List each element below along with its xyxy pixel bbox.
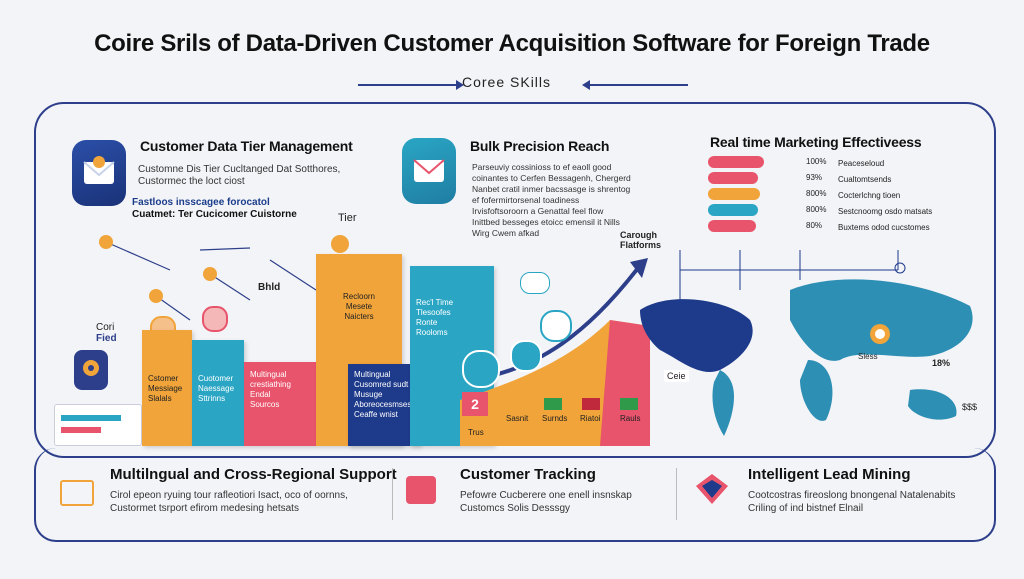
cloud-icon [520,272,550,294]
subtitle: Coree SKills [462,74,552,90]
document-icon [60,480,94,506]
location-icon [74,350,108,390]
bottom-title-tracking: Customer Tracking [460,466,596,483]
bottom-title-lead-mining: Intelligent Lead Mining [748,466,911,483]
tracking-icon [406,476,436,504]
mail-icon [402,138,456,204]
growth-area [460,258,650,446]
bottom-title-multilingual: Multilngual and Cross-Regional Support [110,466,397,483]
feature-title-bulk-reach: Bulk Precision Reach [470,138,610,154]
bottom-text-lead-mining: Cootcostras fireoslong bnongenal Natalen… [748,490,956,514]
tier-label: Tier [338,212,357,224]
divider [392,468,393,520]
world-map [640,250,973,436]
phone-icon [462,350,500,388]
feature-text-data-tier: Customne Dis Tier Cucltanged Dat Sotthor… [138,164,341,187]
envelope-icon [72,140,126,206]
feature-title-data-tier: Customer Data Tier Management [140,138,353,154]
dashboard-thumbnail [54,404,142,446]
avatar [202,306,228,332]
feature-title-realtime: Real time Marketing Effectiveess [710,134,922,150]
subtitle-arrows [358,80,688,90]
divider [676,468,677,520]
flag-row: Sasnit Surnds Riatoi Rauls Trus [466,398,646,444]
refresh-icon [540,310,572,342]
network-lines [99,235,349,321]
percent-label: 18% [932,358,951,368]
page-title: Coire Srils of Data-Driven Customer Acqu… [94,30,930,57]
lead-mining-icon [696,474,728,504]
bottom-frame [34,448,996,542]
bottom-text-multilingual: Cirol epeon ryuing tour rafleotiori Isac… [110,490,348,514]
map-label: Ceie [664,370,689,382]
bnd-label: Bhld [258,282,281,293]
step-number: 2 [462,392,488,416]
chat-icon [510,340,542,372]
map-label: Sless [858,352,878,361]
currency-label: $$$ [962,402,978,412]
main-frame [34,102,996,458]
effectiveness-rows: 100% Peaceseloud 93% Cualtomtsends 800% … [708,156,948,232]
